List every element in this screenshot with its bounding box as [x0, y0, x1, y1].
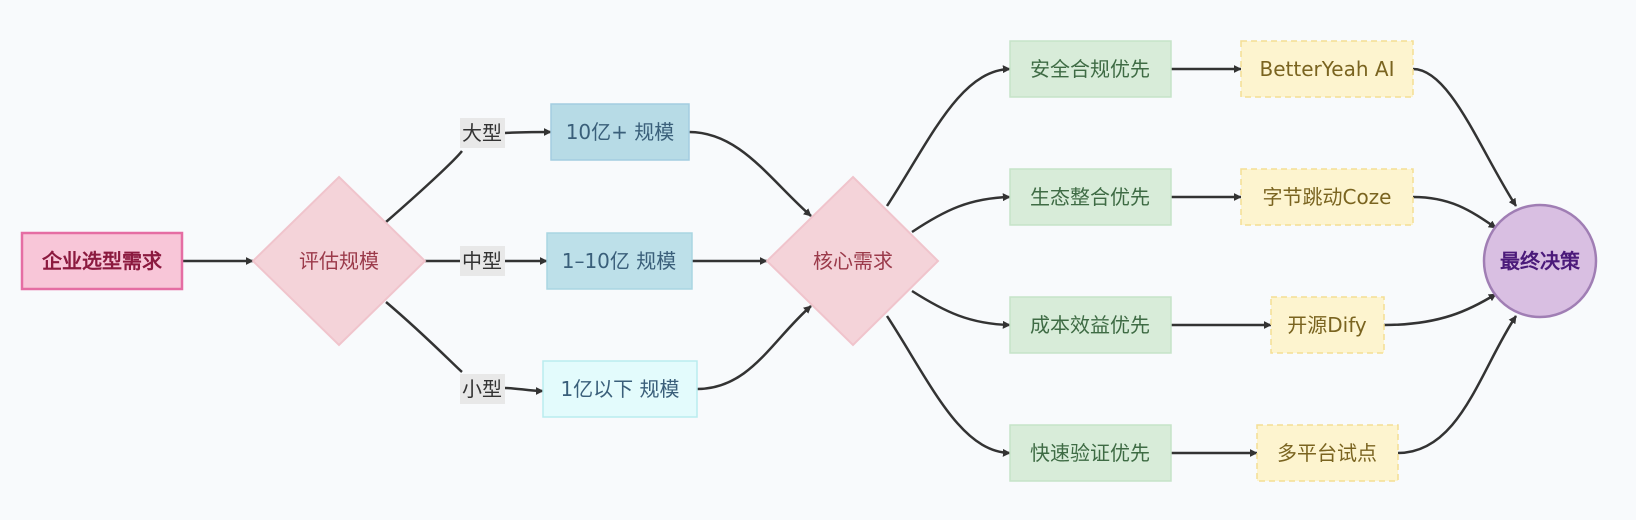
- solution-label-0: BetterYeah AI: [1260, 57, 1395, 81]
- priority-label-0: 安全合规优先: [1030, 57, 1150, 81]
- scale-node-large-label: 10亿+ 规模: [566, 120, 675, 144]
- edge-s0-to-final: [1412, 67, 1518, 207]
- edge-small-to-core: [696, 305, 812, 391]
- final-node-label: 最终决策: [1500, 249, 1581, 273]
- edge-label-medium-text: 中型: [462, 249, 502, 273]
- priority-node-2: 成本效益优先: [1009, 296, 1172, 354]
- edge-core-to-p2: [911, 289, 1011, 329]
- edge-label-large: 大型: [460, 118, 505, 148]
- edge-label-large-text: 大型: [462, 121, 502, 145]
- edge-s3-to-final: [1397, 315, 1518, 455]
- edge-evaluate-to-small-label: [385, 301, 463, 373]
- scale-node-small-label: 1亿以下 规模: [560, 377, 679, 401]
- edge-large-label-to-large: [504, 128, 552, 137]
- scale-node-large: 10亿+ 规模: [550, 103, 690, 161]
- priority-label-2: 成本效益优先: [1030, 313, 1150, 337]
- priority-node-3: 快速验证优先: [1009, 424, 1172, 482]
- start-node: 企业选型需求: [20, 231, 184, 291]
- edges: [182, 65, 1518, 457]
- edge-label-medium: 中型: [460, 246, 505, 276]
- evaluate-decision-label: 评估规模: [299, 249, 379, 273]
- solution-label-2: 开源Dify: [1287, 313, 1367, 337]
- edge-small-label-to-small: [504, 386, 544, 395]
- solution-label-3: 多平台试点: [1277, 441, 1377, 465]
- edge-s2-to-final: [1383, 292, 1497, 327]
- solution-node-1: 字节跳动Coze: [1240, 168, 1414, 226]
- edge-large-to-core: [688, 130, 812, 217]
- scale-node-medium-label: 1–10亿 规模: [562, 249, 677, 273]
- final-node: 最终决策: [1482, 203, 1598, 319]
- priority-node-1: 生态整合优先: [1009, 168, 1172, 226]
- start-node-label: 企业选型需求: [41, 249, 163, 273]
- edge-core-to-p1: [911, 193, 1011, 234]
- core-decision-label: 核心需求: [813, 249, 893, 273]
- solution-node-2: 开源Dify: [1270, 296, 1385, 354]
- scale-node-medium: 1–10亿 规模: [546, 232, 693, 290]
- edge-label-small-text: 小型: [462, 377, 502, 401]
- priority-node-0: 安全合规优先: [1009, 40, 1172, 98]
- core-decision: 核心需求: [765, 175, 940, 347]
- edge-s1-to-final: [1412, 195, 1497, 230]
- priority-label-1: 生态整合优先: [1030, 185, 1150, 209]
- edge-core-to-p0: [885, 65, 1011, 207]
- edge-evaluate-to-large-label: [385, 150, 463, 223]
- scale-node-small: 1亿以下 规模: [542, 360, 698, 418]
- solution-node-0: BetterYeah AI: [1240, 40, 1414, 98]
- edge-label-small: 小型: [460, 374, 505, 404]
- edge-core-to-p3: [885, 315, 1011, 457]
- solution-label-1: 字节跳动Coze: [1262, 185, 1391, 209]
- priority-label-3: 快速验证优先: [1030, 441, 1150, 465]
- solution-node-3: 多平台试点: [1256, 424, 1399, 482]
- evaluate-decision: 评估规模: [251, 175, 427, 347]
